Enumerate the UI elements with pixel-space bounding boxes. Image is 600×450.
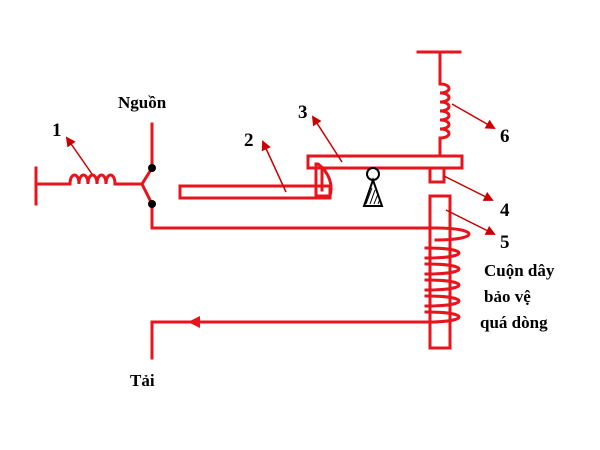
coil-turn xyxy=(424,246,461,260)
wiring xyxy=(34,50,471,360)
callout-arrow-4 xyxy=(443,175,494,201)
coil-label-line1: Cuộn dây xyxy=(484,261,555,280)
coil-turn xyxy=(424,310,461,324)
part-number-6: 6 xyxy=(500,126,510,147)
callout-arrow-2 xyxy=(261,140,287,193)
part-number-3: 3 xyxy=(298,102,308,123)
load-label: Tải xyxy=(130,371,155,390)
coil-turn xyxy=(424,262,461,276)
left-spring-coil xyxy=(68,173,117,186)
callout-arrow-6 xyxy=(451,103,496,129)
part-number-2: 2 xyxy=(244,130,254,151)
pivot xyxy=(362,167,384,207)
part-number-5: 5 xyxy=(500,232,510,253)
part-number-4: 4 xyxy=(500,200,510,221)
armature-block xyxy=(428,166,446,184)
callout-arrows xyxy=(65,103,496,235)
source-terminal-dot xyxy=(148,200,156,208)
current-flow-arrow xyxy=(188,316,200,328)
source-terminal-dot xyxy=(148,164,156,172)
coil-turn xyxy=(424,294,461,308)
callout-arrow-1 xyxy=(65,136,93,175)
top-spring-coil xyxy=(438,82,451,140)
source-label: Nguồn xyxy=(118,93,167,112)
coil-label-line3: quá dòng xyxy=(480,313,548,332)
part-number-1: 1 xyxy=(52,120,62,141)
lever-arm xyxy=(306,154,464,170)
coil-turn xyxy=(434,226,471,242)
latch-bar xyxy=(178,184,332,200)
latch-hook xyxy=(314,162,333,198)
coil-label-line2: bảo vệ xyxy=(484,287,531,306)
callout-arrow-5 xyxy=(445,209,496,235)
coil-turn xyxy=(424,278,461,292)
callout-arrow-3 xyxy=(311,115,343,163)
